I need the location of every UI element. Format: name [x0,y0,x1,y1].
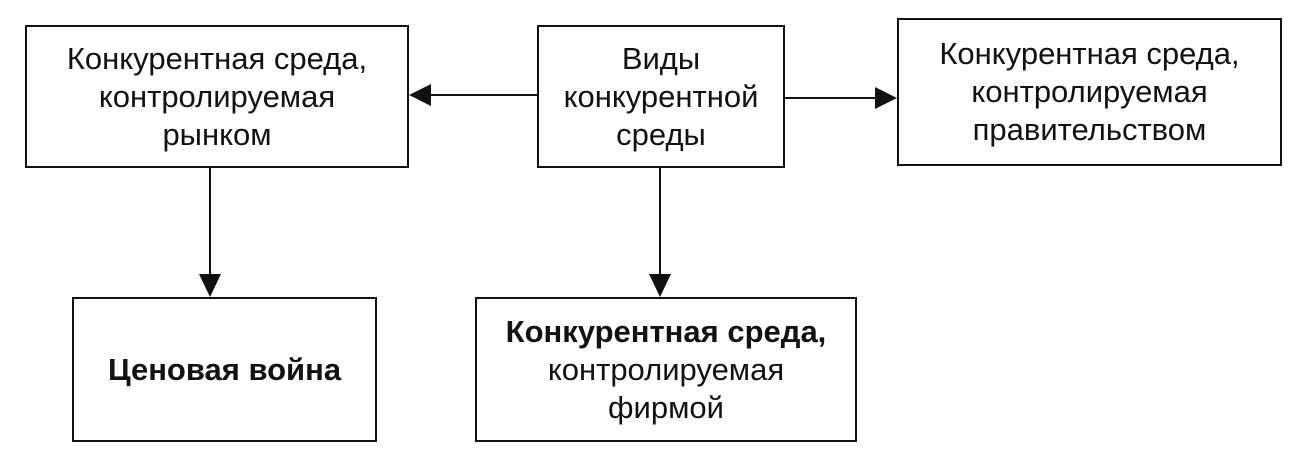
arrow-market-to-price-war-head [199,274,221,297]
node-market-controlled-line-3: рынком [162,116,272,152]
node-firm-controlled-line-2: контролируемая [547,351,785,387]
arrow-types-to-government-head [875,87,897,109]
node-government-controlled: Конкурентная среда, контролируемая прави… [897,18,1282,166]
node-firm-controlled: Конкурентная среда, контролируемая фирмо… [475,297,857,442]
node-market-controlled-line-2: контролируемая [98,78,336,114]
node-government-controlled-line-3: правительством [972,112,1207,147]
node-price-war: Ценовая война [72,297,377,442]
arrow-types-to-market-head [409,84,431,106]
node-firm-controlled-line-3: фирмой [608,389,724,425]
node-competition-types-line-3: среды [616,116,706,152]
node-competition-types: Виды конкурентной среды [537,25,785,168]
node-market-controlled: Конкурентная среда, контролируемая рынко… [25,25,409,168]
node-market-controlled-line-1: Конкурентная среда, [66,40,368,76]
node-competition-types-line-1: Виды [621,40,701,76]
node-government-controlled-line-2: контролируемая [971,74,1208,109]
node-competition-types-line-2: конкурентной [563,78,759,114]
node-government-controlled-line-1: Конкурентная среда, [939,36,1240,71]
node-firm-controlled-line-1: Конкурентная среда, [505,313,827,349]
arrow-types-to-firm-head [649,274,671,297]
node-price-war-line-1: Ценовая война [107,351,342,387]
